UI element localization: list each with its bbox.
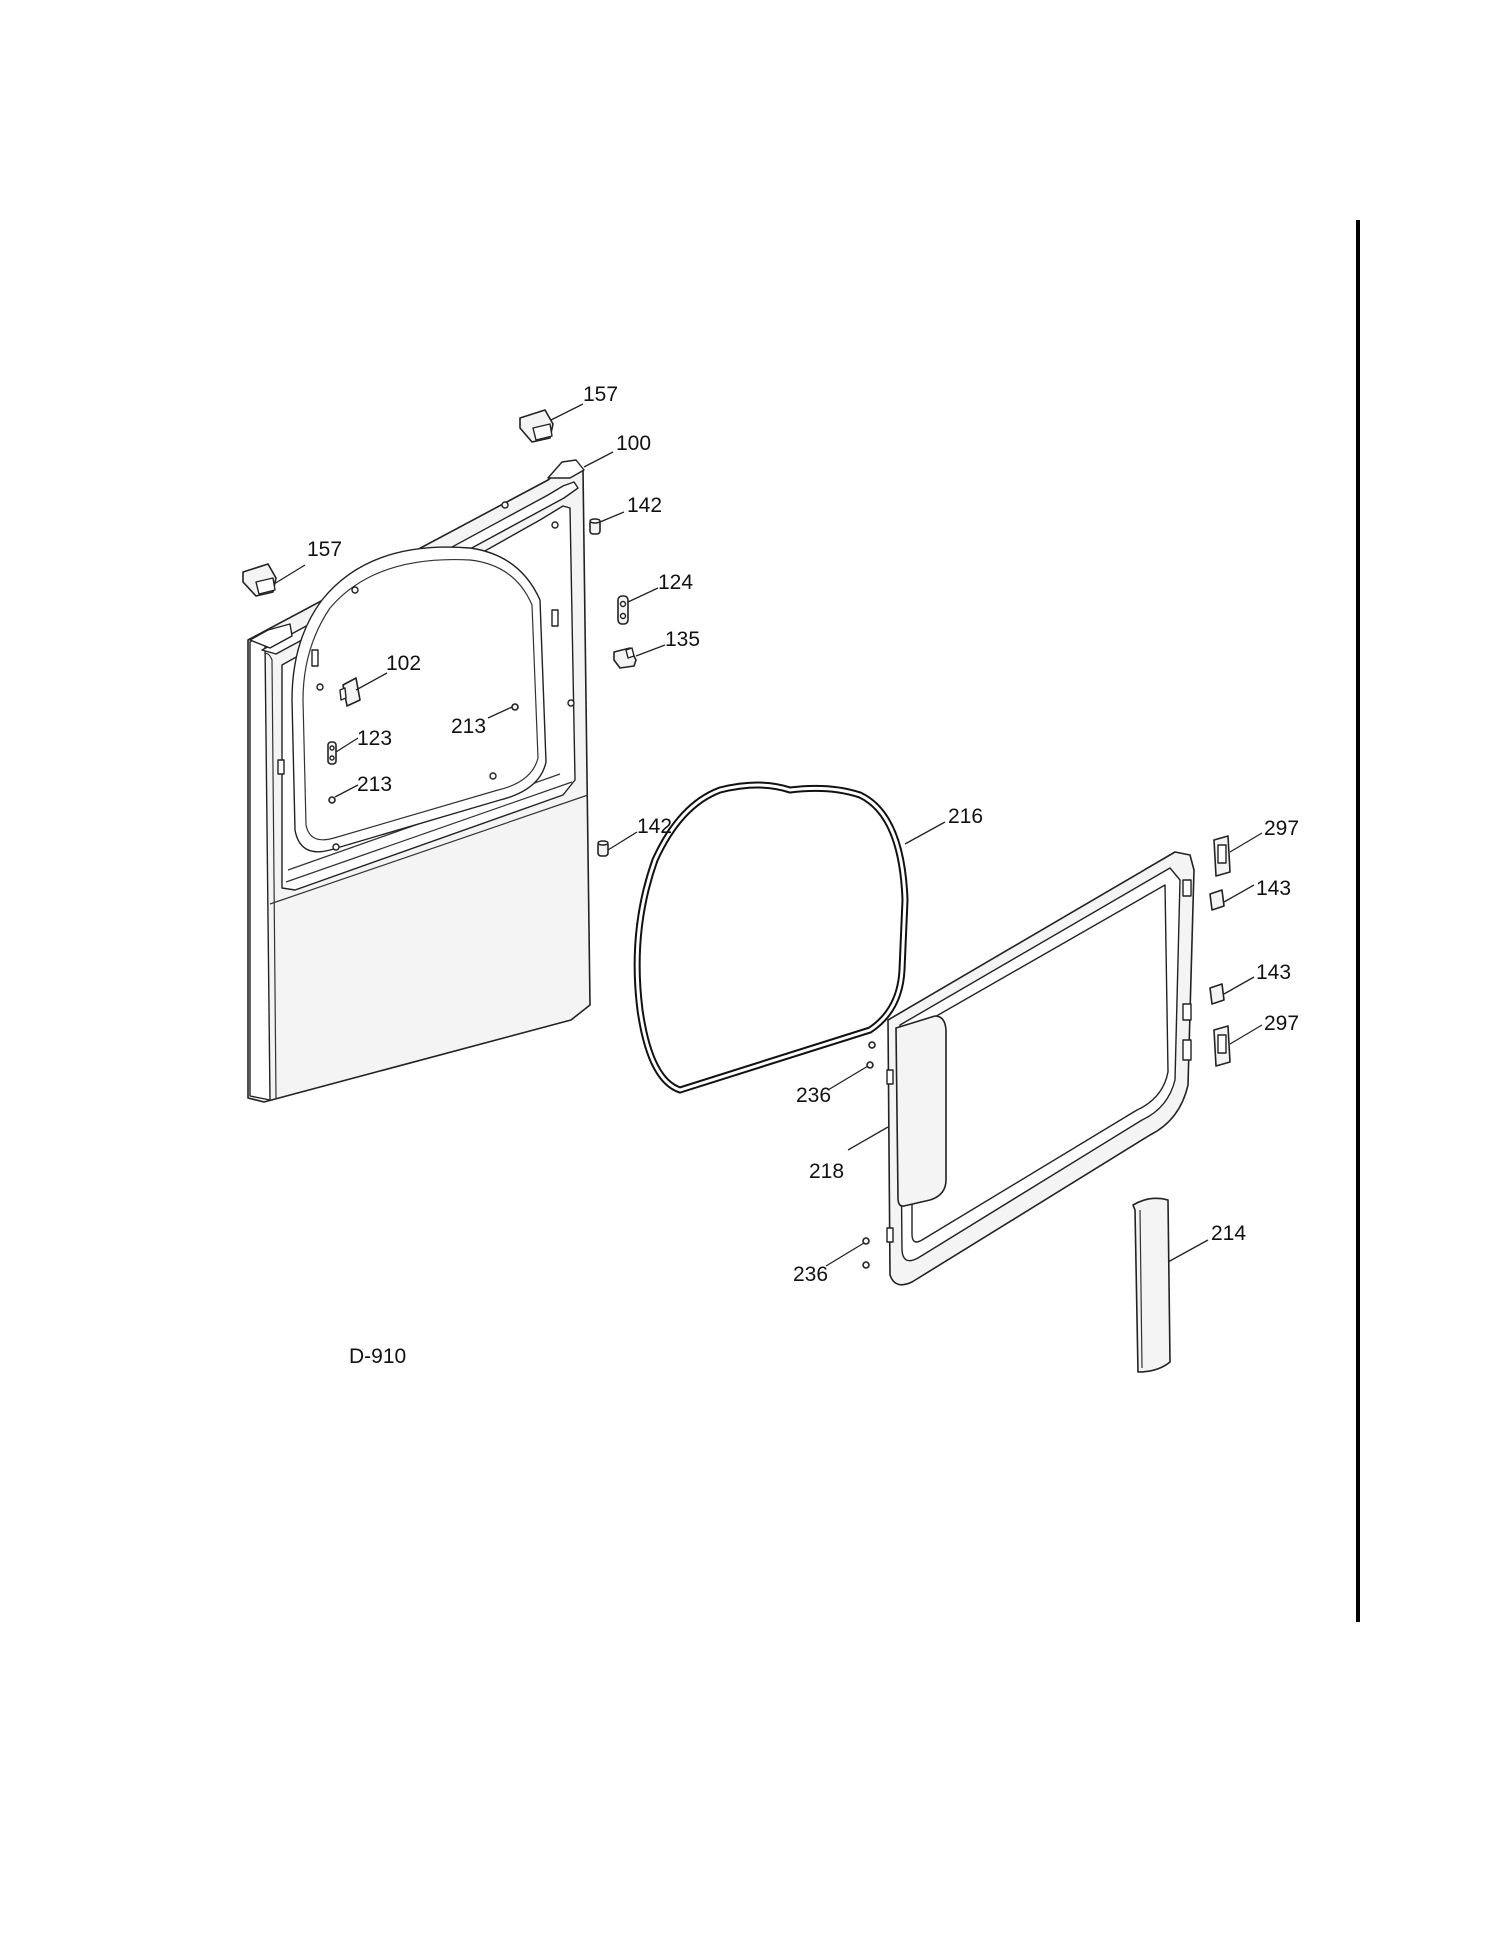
front-panel-part-100 bbox=[247, 459, 591, 1103]
leader-lines bbox=[273, 403, 1263, 1267]
door-assembly-part-218 bbox=[886, 851, 1195, 1286]
callout-218: 218 bbox=[809, 1160, 844, 1183]
callout-143-bottom: 143 bbox=[1256, 961, 1291, 984]
callout-142-bottom: 142 bbox=[637, 815, 672, 838]
door-handle-part-214 bbox=[1132, 1197, 1171, 1373]
callout-236-bottom: 236 bbox=[793, 1263, 828, 1286]
callout-213-right: 213 bbox=[451, 715, 486, 738]
callout-124: 124 bbox=[658, 571, 693, 594]
callout-297-top: 297 bbox=[1264, 817, 1299, 840]
door-hinge-part-297-top bbox=[1213, 835, 1231, 877]
door-hinge-part-297-bottom bbox=[1213, 1025, 1231, 1067]
screws-part-236-bottom bbox=[862, 1237, 870, 1269]
callout-236-top: 236 bbox=[796, 1084, 831, 1107]
callout-102: 102 bbox=[386, 652, 421, 675]
hinge-cover-part-143-bottom bbox=[1209, 983, 1225, 1005]
bumper-part-142-top bbox=[589, 518, 601, 535]
bumper-part-142-bottom bbox=[597, 840, 609, 857]
hinge-bracket-part-157-top bbox=[519, 409, 554, 443]
callout-297-bottom: 297 bbox=[1264, 1012, 1299, 1035]
screw-part-213-left bbox=[328, 796, 336, 804]
callout-143-top: 143 bbox=[1256, 877, 1291, 900]
screws-part-236-top bbox=[866, 1041, 876, 1069]
callout-157-top: 157 bbox=[583, 383, 618, 406]
strike-part-123 bbox=[327, 741, 337, 765]
callout-216: 216 bbox=[948, 805, 983, 828]
callout-214: 214 bbox=[1211, 1222, 1246, 1245]
callout-213-left: 213 bbox=[357, 773, 392, 796]
door-gasket-part-216 bbox=[633, 781, 909, 1094]
clip-part-135 bbox=[613, 647, 637, 669]
strike-plate-part-124 bbox=[617, 595, 629, 625]
callout-100: 100 bbox=[616, 432, 651, 455]
screw-part-213-right bbox=[511, 703, 519, 711]
callout-142-top: 142 bbox=[627, 494, 662, 517]
diagram-code: D-910 bbox=[349, 1345, 406, 1368]
callout-123: 123 bbox=[357, 727, 392, 750]
callout-157-left: 157 bbox=[307, 538, 342, 561]
door-switch-part-102 bbox=[339, 677, 361, 707]
hinge-bracket-part-157-left bbox=[242, 563, 277, 597]
hinge-cover-part-143-top bbox=[1209, 889, 1225, 911]
callout-135: 135 bbox=[665, 628, 700, 651]
